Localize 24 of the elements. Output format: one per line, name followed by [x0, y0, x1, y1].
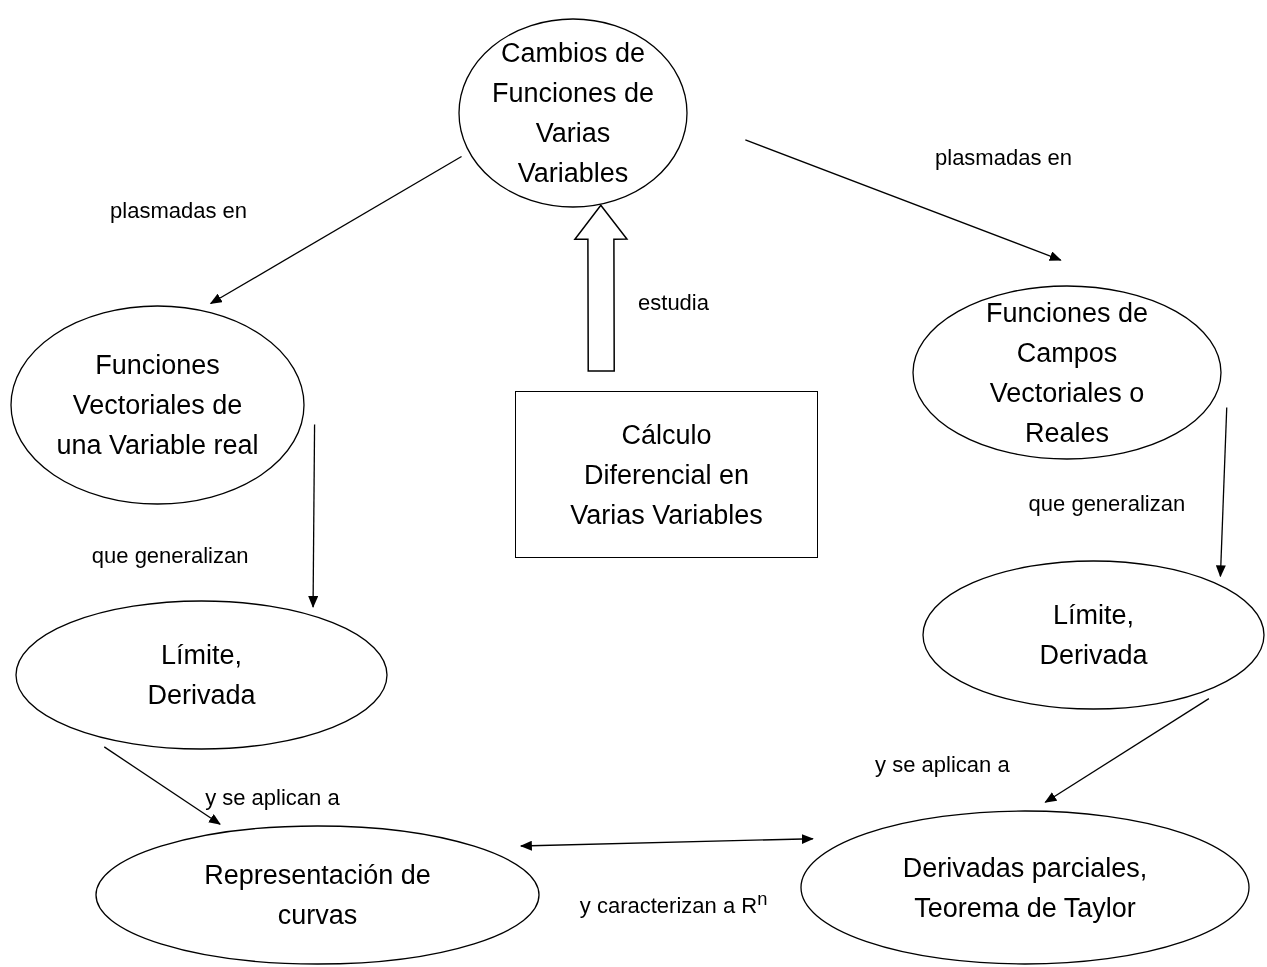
- concept-text: Límite, Derivada: [1038, 599, 1149, 672]
- arrow: [744, 139, 1062, 261]
- concept-text: Funciones Vectoriales de una Variable real: [55, 349, 260, 462]
- arrow: [103, 746, 221, 825]
- arrow: [1044, 697, 1210, 803]
- concept-text: Límite, Derivada: [146, 639, 257, 712]
- arrow: [1215, 406, 1228, 578]
- arrow: [209, 155, 463, 305]
- concept-text: Cambios de Funciones de Varias Variables: [490, 37, 656, 190]
- concept-ellipse: [912, 285, 1222, 460]
- concept-text: Derivadas parciales, Teorema de Taylor: [901, 851, 1149, 925]
- arrow: [308, 423, 319, 608]
- concept-ellipse: [15, 600, 388, 750]
- concept-text: Funciones de Campos Vectoriales o Reales: [984, 296, 1150, 450]
- concept-ellipse: [458, 18, 688, 208]
- concept-text: Representación de curvas: [203, 859, 432, 932]
- concept-ellipse: [922, 560, 1265, 710]
- concept-ellipse: [800, 810, 1250, 965]
- hollow-arrow: [573, 203, 629, 372]
- concept-ellipse: [10, 305, 305, 505]
- concept-text: Cálculo Diferencial en Varias Variables: [569, 418, 764, 532]
- concept-ellipse: [95, 825, 540, 965]
- arrow: [519, 834, 814, 851]
- concept-box: [515, 391, 818, 558]
